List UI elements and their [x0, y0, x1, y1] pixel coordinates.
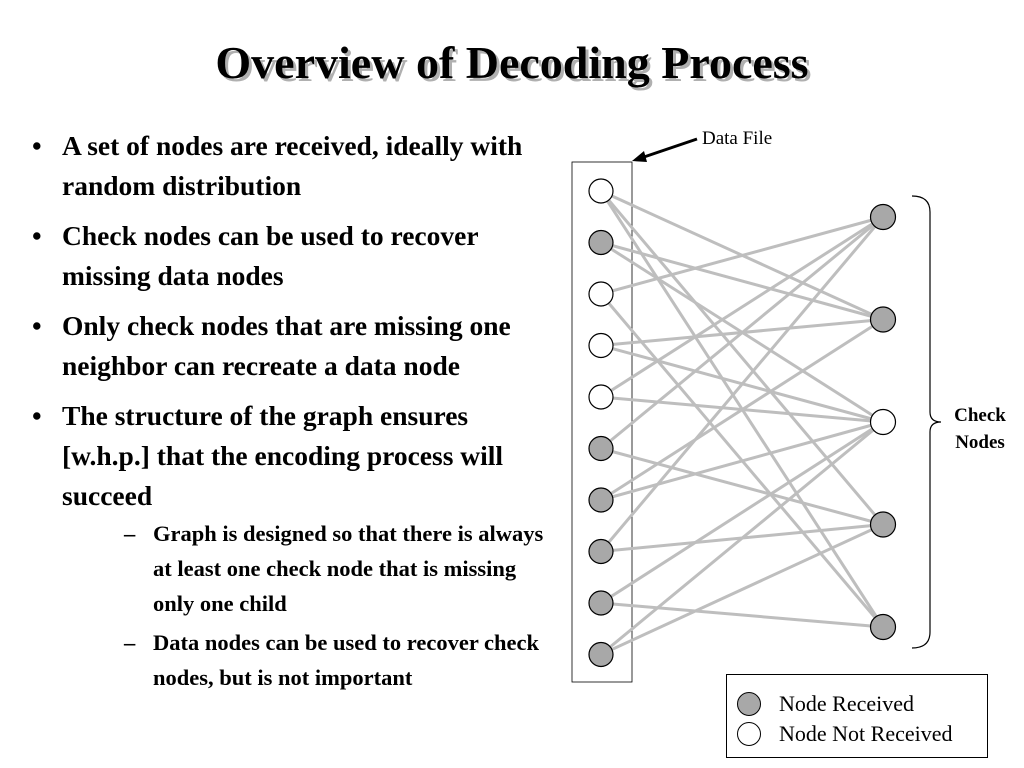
graph-edge	[600, 601, 884, 629]
data-node	[588, 178, 614, 204]
bullet-item: • A set of nodes are received, ideally w…	[28, 126, 558, 206]
check-node	[869, 408, 897, 436]
graph-edge	[600, 420, 884, 605]
check-node	[869, 613, 897, 641]
sub-bullet-dash-icon: –	[124, 521, 136, 546]
sub-bullet-dash-icon: –	[124, 630, 136, 655]
graph-edge	[600, 241, 884, 321]
bullet-text: A set of nodes are received, ideally wit…	[62, 130, 523, 201]
check-node	[869, 203, 897, 231]
data-node	[588, 538, 614, 565]
bullet-dot-icon: •	[32, 220, 42, 251]
bullet-text: Check nodes can be used to recover missi…	[62, 220, 479, 291]
legend-item-received: Node Received	[737, 689, 914, 719]
bullet-dot-icon: •	[32, 310, 42, 341]
check-node	[869, 511, 897, 538]
data-node	[588, 590, 614, 616]
sub-bullet-text: Data nodes can be used to recover check …	[153, 630, 540, 690]
data-node	[588, 641, 614, 668]
graph-edge	[599, 216, 885, 553]
legend: Node Received Node Not Received	[726, 674, 988, 758]
data-file-arrow-shaft	[640, 137, 698, 160]
graph-edge	[600, 420, 884, 502]
data-node	[588, 435, 614, 462]
bullet-text: The structure of the graph ensures [w.h.…	[62, 400, 504, 511]
legend-label-received: Node Received	[779, 691, 914, 716]
graph-edge	[600, 447, 884, 526]
graph-edge	[600, 523, 884, 656]
check-nodes-brace-icon	[911, 195, 942, 649]
graph-edge	[600, 318, 884, 502]
graph-edge	[600, 215, 884, 296]
graph-edge	[599, 190, 885, 526]
bullet-dot-icon: •	[32, 130, 42, 161]
bullet-item: • The structure of the graph ensures [w.…	[28, 396, 558, 695]
data-file-arrow-head-icon	[632, 151, 647, 162]
edge-layer	[599, 189, 885, 656]
graph-edge	[600, 215, 884, 450]
legend-label-not-received: Node Not Received	[779, 721, 953, 746]
bullet-item: • Check nodes can be used to recover mis…	[28, 216, 558, 296]
check-nodes-label: Check Nodes	[944, 402, 1016, 456]
bullet-item: • Only check nodes that are missing one …	[28, 306, 558, 386]
data-node	[588, 384, 614, 410]
data-node	[588, 229, 614, 256]
node-layer	[588, 178, 897, 668]
legend-item-not-received: Node Not Received	[737, 719, 953, 749]
bullet-dot-icon: •	[32, 400, 42, 431]
bullet-list: • A set of nodes are received, ideally w…	[28, 126, 558, 705]
graph-edge	[600, 420, 884, 656]
data-node	[588, 281, 614, 307]
data-node	[588, 332, 614, 359]
sub-bullet-list: – Graph is designed so that there is alw…	[62, 516, 558, 695]
check-nodes-label-line2: Nodes	[955, 432, 1005, 453]
received-node-swatch-icon	[737, 692, 761, 716]
sub-bullet-text: Graph is designed so that there is alway…	[153, 521, 544, 616]
data-file-label: Data File	[702, 128, 773, 149]
check-nodes-label-line1: Check	[954, 405, 1006, 426]
graph-edge	[600, 215, 884, 399]
slide-title: Overview of Decoding Process	[215, 37, 809, 88]
sub-bullet-item: – Data nodes can be used to recover chec…	[62, 625, 558, 695]
not-received-node-swatch-icon	[737, 722, 761, 746]
sub-bullet-item: – Graph is designed so that there is alw…	[62, 516, 558, 621]
data-node	[588, 487, 614, 513]
bullet-text: Only check nodes that are missing one ne…	[62, 310, 511, 381]
check-node	[869, 306, 897, 333]
